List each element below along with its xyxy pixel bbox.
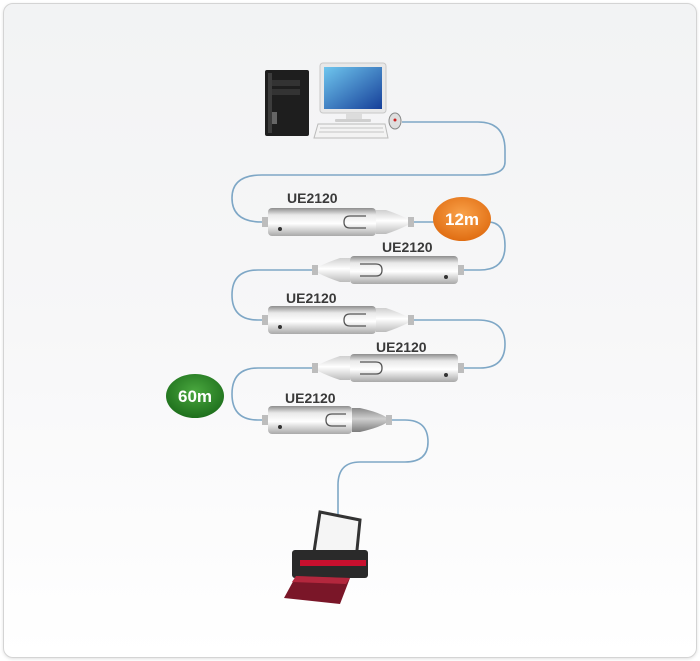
extender-label: UE2120 xyxy=(376,339,427,355)
extender-label: UE2120 xyxy=(286,290,337,306)
cable xyxy=(412,221,506,271)
extender-label: UE2120 xyxy=(285,390,336,406)
distance-badge-60m: 60m xyxy=(166,374,224,418)
extender-4 xyxy=(311,353,465,383)
extender-5 xyxy=(262,406,392,434)
cable xyxy=(231,269,328,321)
extender-3 xyxy=(261,305,415,335)
cable xyxy=(231,121,506,223)
svg-text:60m: 60m xyxy=(178,387,212,406)
extender-label: UE2120 xyxy=(382,239,433,255)
printer-icon xyxy=(284,510,368,604)
cable xyxy=(412,319,506,369)
extender-1 xyxy=(261,207,415,237)
cable xyxy=(337,419,429,515)
svg-text:12m: 12m xyxy=(445,210,479,229)
distance-badge-12m: 12m xyxy=(433,197,491,241)
extender-2 xyxy=(311,255,465,285)
computer-icon xyxy=(265,62,402,139)
extender-label: UE2120 xyxy=(287,190,338,206)
cable xyxy=(231,367,328,421)
